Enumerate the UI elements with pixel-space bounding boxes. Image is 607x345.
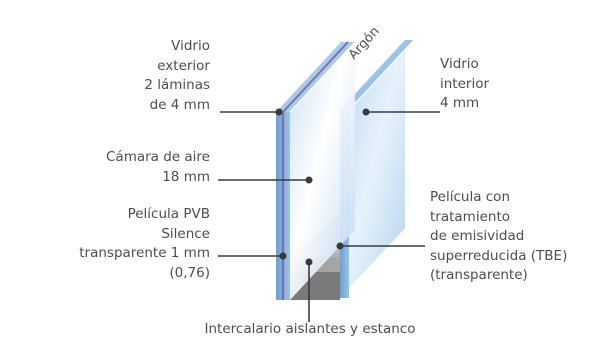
pvb-film-label: Película PVB Silence transparente 1 mm (… xyxy=(79,206,210,281)
leader-lines xyxy=(218,108,440,322)
tbe-film-label: Película con tratamiento de emisividad s… xyxy=(430,189,568,283)
spacer-label: Intercalario aislantes y estanco xyxy=(204,321,416,337)
outer-glass-label: Vidrio exterior 2 láminas de 4 mm xyxy=(144,38,210,113)
air-chamber-label: Cámara de aire 18 mm xyxy=(106,149,210,185)
inner-glass-label: Vidrio interior 4 mm xyxy=(440,56,490,111)
outer-glass-pane xyxy=(276,41,356,300)
